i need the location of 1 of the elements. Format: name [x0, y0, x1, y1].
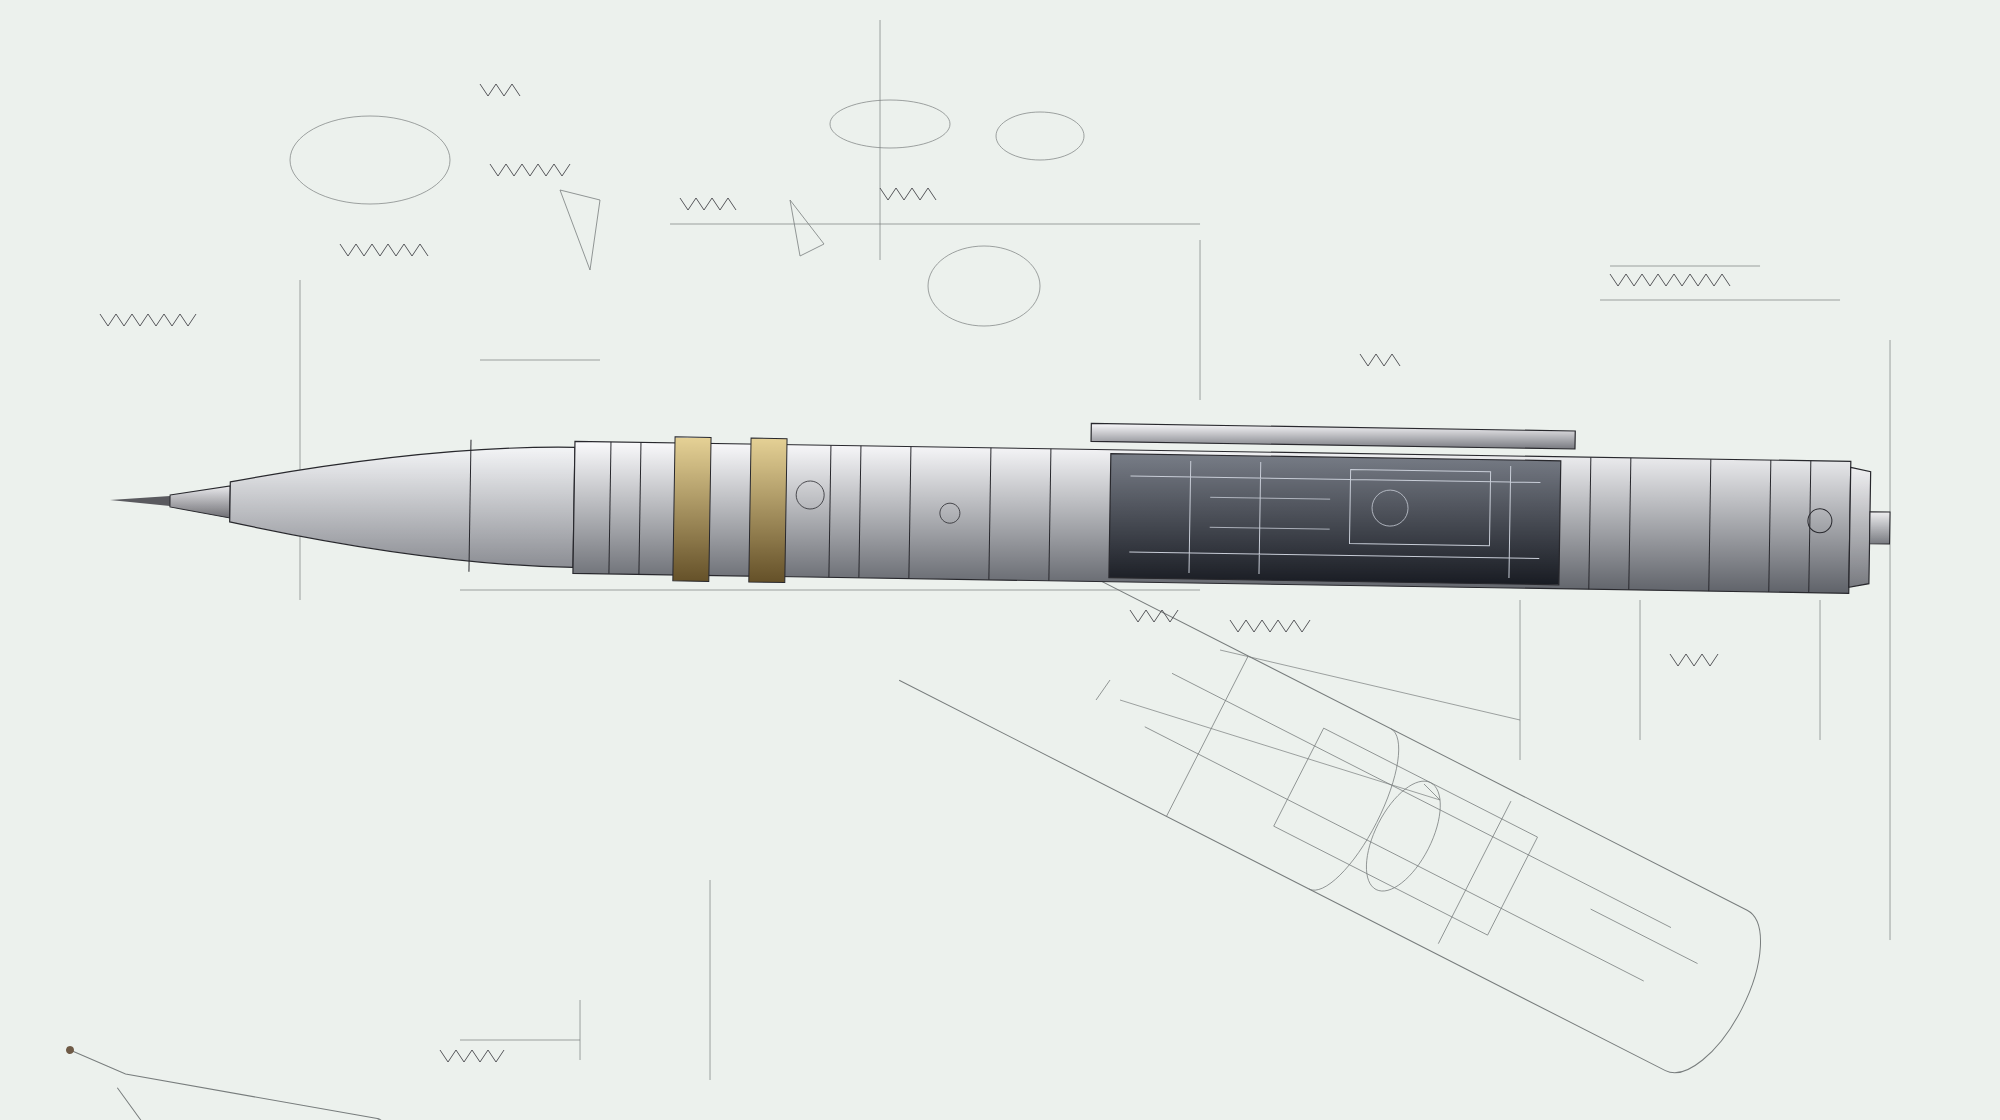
pen-drawing [110, 422, 1891, 594]
